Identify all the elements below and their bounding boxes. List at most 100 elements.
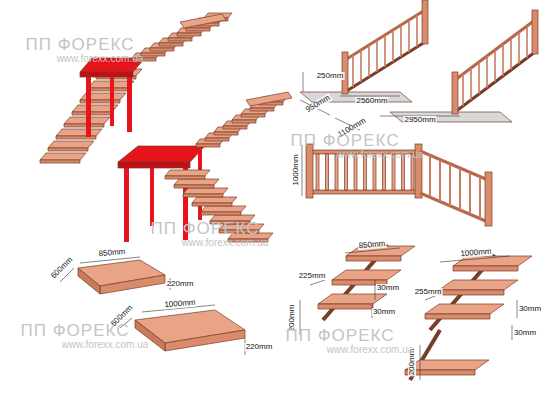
tread-front — [165, 176, 205, 179]
red-leg — [124, 162, 129, 242]
tread-front — [100, 275, 165, 294]
tread — [174, 179, 219, 185]
bottom-rail — [420, 193, 488, 222]
baluster — [326, 154, 329, 190]
tread-front — [241, 114, 265, 117]
red-leg — [127, 72, 132, 132]
baluster — [416, 15, 418, 47]
tread-front — [48, 148, 88, 151]
tread-front — [196, 144, 220, 147]
watermark: www.forexx.com.ua — [62, 340, 149, 350]
watermark: www.forexx.com.ua — [327, 345, 414, 355]
newel-post — [452, 72, 458, 114]
baluster — [384, 35, 386, 67]
tread-front — [150, 48, 174, 51]
dimension-label: 30mm — [518, 305, 542, 313]
watermark: ПП ФОРЕКС — [151, 220, 260, 237]
tread — [425, 304, 504, 314]
watermark: ПП ФОРЕКС — [286, 327, 395, 344]
baluster — [316, 154, 319, 190]
baluster — [400, 25, 402, 57]
newel-post — [532, 10, 538, 54]
tread-front — [177, 33, 201, 36]
tread-front — [205, 138, 229, 141]
dimension-label: 220mm — [245, 343, 274, 351]
tread — [56, 129, 102, 136]
dimension-label: 30mm — [513, 329, 537, 337]
baluster — [486, 56, 488, 88]
baluster — [360, 50, 362, 82]
baluster — [518, 32, 520, 64]
tread-front — [192, 203, 232, 206]
dimension-label: 255mm — [414, 288, 443, 296]
tread — [201, 206, 246, 212]
bottom-rail — [308, 190, 418, 194]
tread-front — [183, 194, 223, 197]
watermark: ПП ФОРЕКС — [291, 132, 400, 149]
tread-front — [346, 256, 401, 261]
tread — [439, 280, 518, 290]
tread-front — [425, 314, 490, 319]
baluster — [502, 44, 504, 76]
tread-front — [72, 112, 112, 115]
baluster — [439, 160, 441, 202]
newel-post — [422, 0, 428, 44]
tread-front — [141, 53, 165, 56]
dimension-label: 30mm — [372, 308, 396, 316]
baluster — [478, 62, 480, 94]
tread-front — [165, 330, 245, 351]
tread-front — [88, 88, 128, 91]
tread-front — [214, 132, 238, 135]
dimension-label: 30mm — [376, 284, 400, 292]
tread-side — [78, 268, 100, 294]
dimension-label: 2950mm — [403, 116, 436, 124]
baluster — [526, 26, 528, 58]
tread — [40, 153, 86, 160]
tread — [332, 270, 401, 280]
dimension-label: 225mm — [298, 272, 327, 280]
tread-front — [439, 290, 504, 295]
red-leg — [86, 72, 91, 137]
baluster — [494, 50, 496, 82]
tread — [48, 141, 94, 148]
tread-front — [174, 185, 214, 188]
dimension-label: 850mm — [97, 248, 126, 258]
watermark: ПП ФОРЕКС — [21, 322, 130, 339]
baluster — [470, 68, 472, 100]
landing — [180, 14, 226, 28]
tread-front — [159, 43, 183, 46]
baluster — [376, 40, 378, 72]
dimension-label: 220mm — [166, 280, 195, 288]
dimension-label: 250mm — [316, 72, 345, 80]
dimension-label: 600mm — [49, 255, 75, 281]
tread-front — [223, 126, 247, 129]
baluster — [392, 30, 394, 62]
tread-front — [453, 266, 518, 271]
baluster — [352, 55, 354, 87]
tread-front — [186, 28, 210, 31]
watermark: www.forexx.com.ua — [337, 150, 424, 160]
watermark: www.forexx.com.ua — [182, 238, 269, 248]
red-platform — [80, 72, 133, 77]
tread-front — [318, 304, 373, 309]
red-platform — [118, 162, 190, 168]
tread — [405, 360, 489, 370]
tread — [318, 294, 387, 304]
tread-front — [201, 212, 241, 215]
landing — [246, 92, 292, 106]
tread-front — [232, 120, 256, 123]
newel-post — [485, 172, 492, 226]
tread-front — [250, 108, 274, 111]
baluster — [479, 177, 481, 219]
dimension-label: 1000mm — [292, 153, 300, 186]
watermark: ПП ФОРЕКС — [26, 36, 135, 53]
tread-front — [40, 160, 80, 163]
baluster — [510, 38, 512, 70]
baluster — [469, 173, 471, 215]
baluster — [368, 45, 370, 77]
baluster — [449, 164, 451, 206]
baluster — [408, 20, 410, 52]
tread — [192, 197, 237, 203]
baluster — [462, 74, 464, 106]
tread-front — [64, 124, 104, 127]
